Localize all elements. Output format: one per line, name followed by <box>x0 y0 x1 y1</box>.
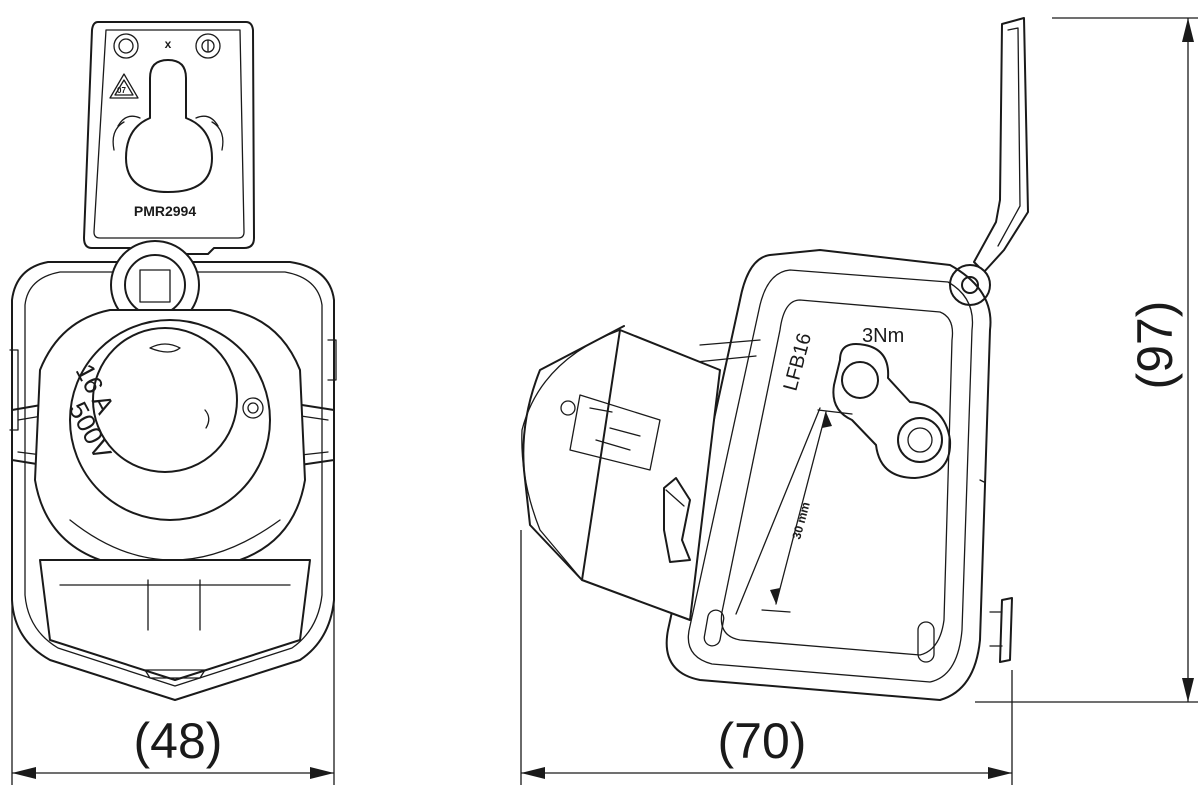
screw-hole <box>242 397 264 419</box>
front-view: 07 x PMR2994 <box>9 21 337 701</box>
torque-label: 3Nm <box>862 325 904 347</box>
side-lever <box>949 17 1029 306</box>
recycle-icon <box>109 73 139 99</box>
dial-icon-right <box>195 33 221 59</box>
terminal-outline <box>832 343 952 479</box>
model-label: LFB16 <box>780 331 817 394</box>
socket-ring <box>69 319 271 521</box>
height-label: (97) <box>1127 301 1183 390</box>
width-front-label: (48) <box>134 713 223 769</box>
dimension-width-front: (48) <box>11 590 335 785</box>
x-mark: x <box>165 37 172 51</box>
side-plug <box>521 325 1013 663</box>
width-side-label: (70) <box>718 713 807 769</box>
socket-cap <box>92 327 238 473</box>
strip-gauge <box>735 407 853 615</box>
front-lid: 07 x PMR2994 <box>83 21 255 255</box>
dimension-height: (97) <box>975 17 1198 703</box>
strip-length-label: 30 mm <box>789 500 812 540</box>
dimension-width-side: (70) <box>520 530 1013 785</box>
side-housing: 30 mm 3Nm LFB16 <box>665 249 992 701</box>
hinge-pin <box>949 264 991 306</box>
part-number-label: PMR2994 <box>134 203 196 219</box>
front-body: 16 A 500V <box>9 240 337 701</box>
side-view: 30 mm 3Nm LFB16 <box>521 17 1029 701</box>
recycle-code: 07 <box>117 86 126 95</box>
dial-icon-left <box>113 33 139 59</box>
